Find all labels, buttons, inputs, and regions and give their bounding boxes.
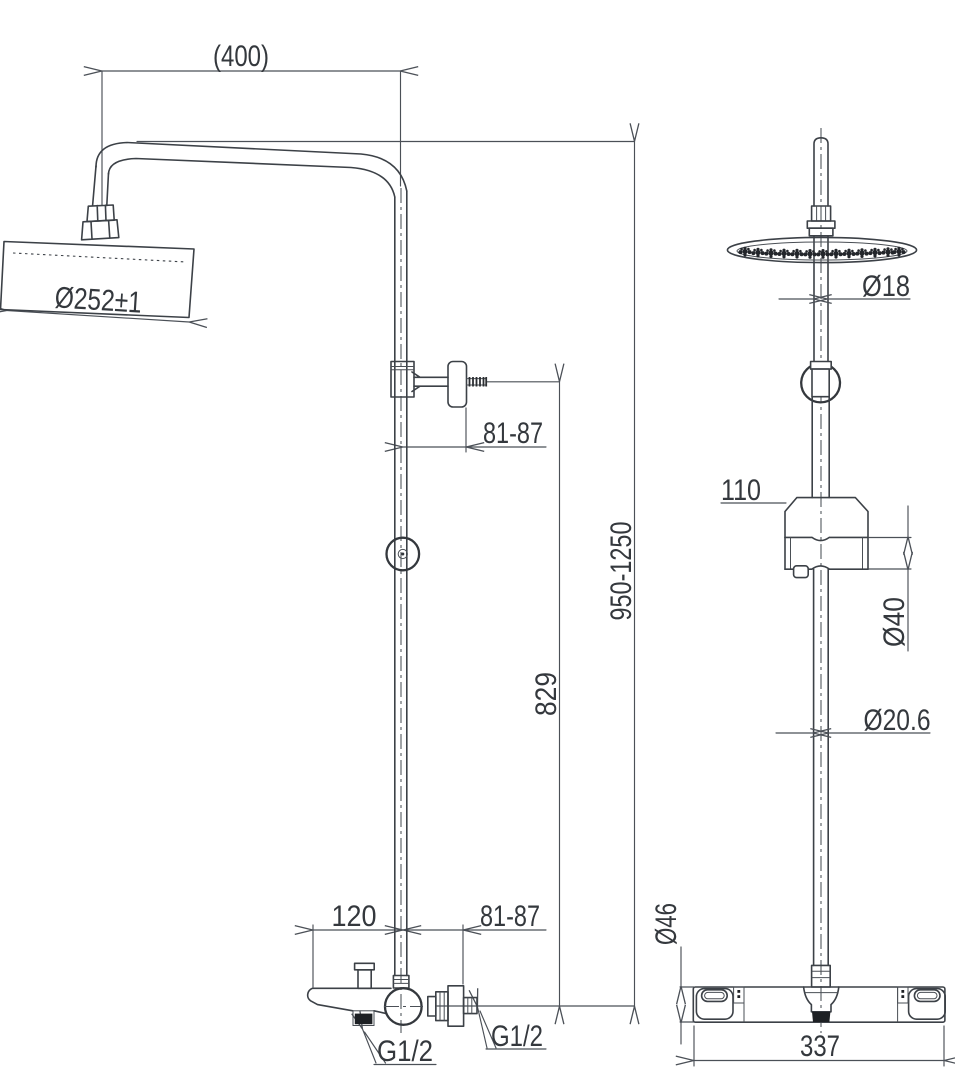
right-handle: [897, 986, 946, 1023]
slider-lock-nub: [792, 564, 809, 579]
label-riser-height: 829: [530, 672, 563, 716]
leader-g12-wall: [468, 988, 488, 1049]
shower-arm: [91, 141, 408, 207]
label-arm-diameter: Ø18: [862, 270, 910, 303]
riser-pipe-side: [394, 190, 408, 977]
shower-head-front: [726, 236, 918, 264]
label-valve-width: 337: [800, 1030, 840, 1063]
label-mixer-offset: 81-87: [480, 900, 540, 933]
label-overall-height: 950-1250: [605, 522, 638, 621]
dim-line-head-diameter: [0, 304, 208, 329]
arm-pipe-front: [806, 137, 836, 363]
riser-pipe-front: [812, 568, 829, 967]
hose-outlet: [802, 986, 840, 1022]
thermostatic-valve-front: [692, 964, 946, 1024]
label-head-diameter: Ø252±1: [54, 281, 143, 319]
nozzle-band: [738, 246, 906, 259]
label-riser-diameter: Ø20.6: [864, 704, 931, 737]
side-view-dimension-lines: [0, 65, 640, 1066]
label-arm-reach: (400): [213, 40, 269, 73]
side-view: (400) Ø252±1 81-87 829 950-1250 120 81-8…: [0, 40, 640, 1068]
wall-bracket: [390, 360, 488, 408]
left-handle: [695, 986, 745, 1023]
label-bracket-offset: 81-87: [483, 417, 543, 450]
wall-union: [426, 984, 478, 1027]
front-view: Ø18 110 Ø40 Ø20.6 Ø46 337: [650, 128, 955, 1067]
head-ball-joint: [80, 204, 120, 241]
label-thread-spout: G1/2: [377, 1035, 433, 1068]
screw-threads: [468, 377, 488, 387]
leader-g12-spout-2: [363, 1031, 387, 1064]
leader-g12-spout: [351, 1010, 377, 1064]
label-thread-wall: G1/2: [491, 1020, 543, 1053]
diverter-stem: [357, 968, 372, 990]
riser-knob-side: [385, 536, 421, 572]
head-face-seam: [12, 252, 187, 263]
label-valve-diameter: Ø46: [650, 903, 683, 945]
tub-spout: [306, 987, 392, 1015]
leader-g12-wall-2: [479, 1010, 497, 1049]
bath-mixer-side: [306, 962, 478, 1027]
label-slider-width: 110: [721, 474, 761, 507]
diverter-knob: [353, 962, 375, 971]
slider-block-front: [784, 496, 869, 579]
spout-outlet: [352, 1010, 375, 1026]
label-spout-length: 120: [332, 900, 377, 933]
label-slider-diameter: Ø40: [878, 597, 911, 647]
shower-head-side: [0, 240, 195, 319]
front-view-dimension-lines: [675, 293, 955, 1067]
spout-outlet-seal: [354, 1013, 373, 1025]
pivot-knob-front: [800, 360, 842, 499]
